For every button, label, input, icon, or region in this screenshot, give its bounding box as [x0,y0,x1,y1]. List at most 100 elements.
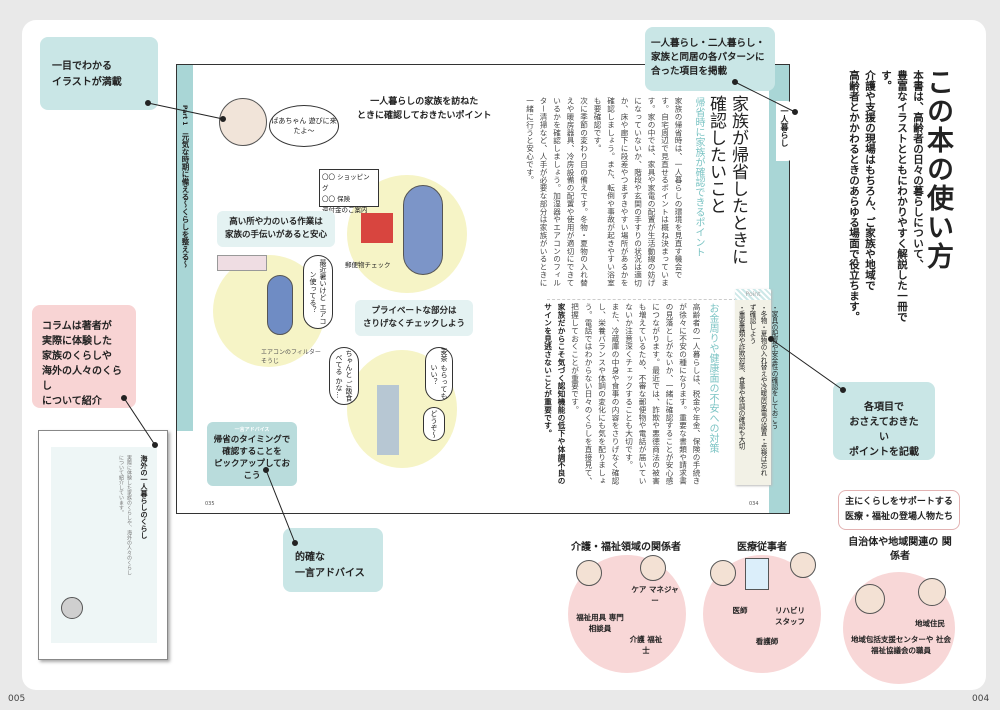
point-list: ・家具の配置や安全性の確認をしておこう ・冬物・夏物の入れ替えや冷暖房家電の設置… [735,304,779,482]
speech-bubble-tea: 麦茶 もらってもいい？ [425,347,453,401]
role-nurse: 看護師 [755,637,779,646]
fridge-illustration [377,385,399,455]
right-side-strip [769,65,789,513]
role-community-center-staff: 地域包括支援センターや 社会福祉協議会の職員 [850,635,952,655]
memo-line: 還付金のご案内 [322,206,368,214]
callout-line: 一目でわかる [52,61,112,72]
callout-illustrations: 一目でわかる イラストが満載 [40,37,158,110]
advice-label: 一言アドバイス [234,427,270,433]
callout-line: 家族のくらしや [42,351,112,362]
group-title-community: 自治体や地域関連の 関係者 [848,537,952,562]
callout-line: 海外の人々のくらし [42,366,122,392]
mail-memo: 〇〇 ショッピング 〇〇 保険 還付金のご案内 [319,169,379,214]
part-title: 元気な時期に備える〜くらしを整える〜 [181,133,190,269]
people-speech-bubble: 主にくらしをサポートする 医療・福祉の登場人物たち [838,490,960,530]
callout-line: 合った項目を掲載 [651,66,728,77]
person-icon [576,560,602,586]
divider [547,299,737,300]
mailbox-illustration [361,213,393,243]
intro-text: 本書は、高齢者の日々の暮らしについて、 豊富なイラストとともにわかりやすく解説し… [846,70,926,340]
paragraph: 次に季節の変わり目の備えです。冬物・夏物の入れ替えや暖房器具、冷房設備の配置や使… [525,97,589,287]
article-title: 家族が帰省したときに確認したいこと [706,95,748,265]
column-illustration [61,597,83,619]
tag-line: プライベートな部分は [371,306,457,316]
advice-line: 確認することを [222,447,282,457]
speech-bubble-ok: どうぞ〜 [423,407,445,441]
person-icon [918,578,946,606]
callout-advice: 的確な 一言アドバイス [283,528,383,592]
memo-line: 〇〇 保険 [322,195,351,203]
aircon-illustration [217,255,267,271]
column-page-bg: 海外の一人暮らしのくらし 実際に体験した家族のくらしや、海外の人々のくらしについ… [51,447,157,643]
callout-line: コラムは著者が [42,321,112,332]
intro-line: 介護や支援の現場はもちろん、ご家族や地域で [864,70,876,291]
role-doctor: 医師 [732,606,748,615]
person-icon [790,552,816,578]
advice-line: 帰省のタイミングで [213,435,291,445]
page-number-left: 005 [8,694,26,704]
part-label: Part 1 [181,105,188,126]
paragraph: 家族の帰省時は、一人暮らしの環境を見直す機会です。自宅周辺で見直せるポイントは概… [593,97,683,287]
tag-line: 家族の手伝いがあると安心 [225,230,328,240]
bubble-line: 医療・福祉の登場人物たち [844,512,953,522]
woman-illustration [403,185,443,275]
memo-line: 〇〇 ショッピング [322,173,370,192]
callout-line: ポイントを記載 [849,447,919,458]
column-title: 海外の一人暮らしのくらし [140,455,148,539]
helper-illustration [267,275,293,335]
paragraph: 高齢者の一人暮らしは、税金や年金、保険の手続きが徐々に不安の種になります。重要な… [624,303,702,485]
callout-line: 一言アドバイス [295,568,365,579]
person-icon [640,555,666,581]
callout-line: 一人暮らし・二人暮らし・ [651,38,766,49]
advice-line: ピックアップしておこう [214,459,290,481]
aircon-label: エアコンのフィルターそうじ [261,349,321,365]
spread-page-number-left: 035 [205,501,215,507]
intro-title: この本の使い方 [922,68,953,271]
role-resident: 地域住民 [915,619,945,628]
callout-line: 各項目で [864,402,904,413]
category-tab: 一人暮らし [776,101,793,161]
left-side-strip: Part 1 元気な時期に備える〜くらしを整える〜 [177,65,193,431]
heading-line: 一人暮らしの家族を訪ねた [370,97,479,107]
group-title-medical: 医療従事者 [737,542,787,553]
callout-line: について紹介 [42,396,102,407]
column-body: 実際に体験した家族のくらしや、海外の人々のくらしについて紹介しています。 [118,455,132,575]
point-label: Point [735,289,771,300]
page-number-right: 004 [972,694,990,704]
role-equipment-advisor: 福祉用具 専門相談員 [576,613,624,633]
callout-line: おさえておきたい [849,417,919,443]
group-title-care: 介護・福祉領域の関係者 [571,542,681,553]
point-box: Point ・家具の配置や安全性の確認をしておこう ・冬物・夏物の入れ替えや冷暖… [735,289,778,485]
callout-line: 的確な [295,552,325,563]
speech-bubble-visit: ばあちゃん 遊びに来たよ〜 [269,105,339,147]
paragraph: また、冷蔵庫の中身や食事の内容をさりげなく確認し、栄養バランスや体調の変化にも気… [570,303,621,485]
mail-label: 郵便物チェック [345,261,391,269]
intro-line: 本書は、高齢者の日々の暮らしについて、 [912,70,924,270]
left-heading: 一人暮らしの家族を訪ねた ときに確認しておきたいポイント [357,95,491,123]
chart-board-icon [745,558,769,590]
tag-high-work: 高い所や力のいる作業は 家族の手伝いがあると安心 [217,211,336,247]
role-care-manager: ケア マネジャー [631,585,679,605]
callout-line: 家族と同居の各パターンに [651,52,765,63]
subheading-1: 帰省時に家族が確認できるポイント [693,97,704,257]
callout-line: イラストが満載 [52,77,122,88]
column-page-sample: 海外の一人暮らしのくらし 実際に体験した家族のくらしや、海外の人々のくらしについ… [38,430,168,660]
callout-line: 実際に体験した [42,336,112,347]
visitor-illustration [219,98,267,146]
person-icon [855,584,885,614]
section-2-body: 高齢者の一人暮らしは、税金や年金、保険の手続きが徐々に不安の種になります。重要な… [544,303,703,485]
role-care-worker: 介護 福祉士 [629,635,663,655]
advice-box: 一言アドバイス 帰省のタイミングで 確認することを ピックアップしておこう [207,422,297,486]
spread-page-number-right: 034 [749,501,759,507]
book-spread: Part 1 元気な時期に備える〜くらしを整える〜 一人暮らし 一人暮らしの家族… [176,64,793,514]
tag-line: 高い所や力のいる作業は [229,217,323,227]
intro-line: 高齢者とかかわるときのあらゆる場面で役立ちます。 [848,70,860,322]
point-item: ・家具の配置や安全性の確認をしておこう [770,304,778,430]
subheading-2: お金周りや健康面の不安への対策 [707,303,718,453]
person-icon [710,560,736,586]
callout-patterns: 一人暮らし・二人暮らし・ 家族と同居の各パターンに 合った項目を掲載 [645,27,775,91]
bubble-line: 主にくらしをサポートする [845,497,953,507]
tag-line: さりげなくチェックしよう [363,319,466,329]
speech-bubble-meal: ちゃんと ご飯食べてる かな… [329,347,359,405]
